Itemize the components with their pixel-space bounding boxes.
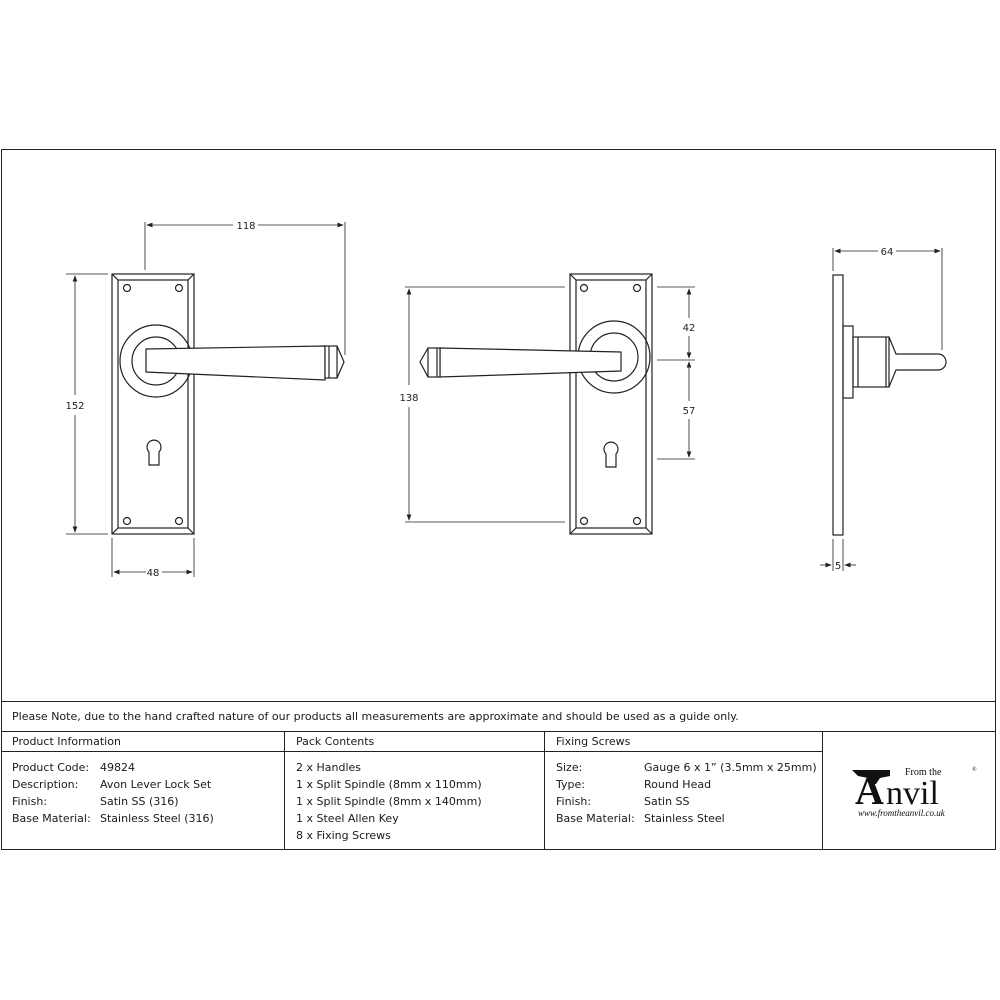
fixing-screws-panel: Fixing Screws Size:Gauge 6 x 1” (3.5mm x… (545, 731, 823, 850)
info-row: Finish:Satin SS (316) (12, 795, 179, 808)
dim-spindle-to-keyhole: 57 (683, 406, 696, 417)
logo-from-the: From the (905, 767, 942, 778)
info-row: Product Code:49824 (12, 761, 135, 774)
dim-depth: 64 (881, 247, 894, 258)
info-row: Description:Avon Lever Lock Set (12, 778, 212, 791)
pack-contents-title: Pack Contents (285, 732, 544, 752)
dim-width: 48 (147, 568, 160, 579)
screw-size: Gauge 6 x 1” (3.5mm x 25mm) (644, 761, 817, 774)
dim-projection: 118 (236, 221, 255, 232)
screw-row: Finish:Satin SS (556, 795, 690, 808)
info-row: Base Material:Stainless Steel (316) (12, 812, 214, 825)
anvil-icon (852, 770, 890, 784)
base-material: Stainless Steel (316) (100, 812, 214, 825)
product-information-panel: Product Information Product Code:49824 D… (1, 731, 285, 850)
logo-url: www.fromtheanvil.co.uk (858, 808, 946, 818)
measurement-note: Please Note, due to the hand crafted nat… (1, 701, 996, 731)
front-view (66, 222, 346, 577)
pack-item: 1 x Steel Allen Key (296, 812, 399, 825)
pack-item: 1 x Split Spindle (8mm x 110mm) (296, 778, 482, 791)
screw-base-material: Stainless Steel (644, 812, 725, 825)
dim-height: 152 (65, 401, 84, 412)
pack-item: 2 x Handles (296, 761, 362, 774)
screw-finish: Satin SS (644, 795, 690, 808)
screw-type: Round Head (644, 778, 712, 791)
pack-item: 1 x Split Spindle (8mm x 140mm) (296, 795, 482, 808)
screw-row: Base Material:Stainless Steel (556, 812, 725, 825)
screw-row: Size:Gauge 6 x 1” (3.5mm x 25mm) (556, 761, 817, 774)
pack-contents-panel: Pack Contents 2 x Handles 1 x Split Spin… (285, 731, 545, 850)
product-code: 49824 (100, 761, 135, 774)
back-view (405, 273, 695, 535)
registered-mark: ® (972, 766, 977, 773)
logo-brand-rest: nvil (886, 775, 939, 812)
screw-row: Type:Round Head (556, 778, 712, 791)
side-view (820, 248, 947, 571)
product-information-title: Product Information (1, 732, 284, 752)
dim-fixing-centres: 138 (399, 393, 418, 404)
finish: Satin SS (316) (100, 795, 179, 808)
pack-item: 8 x Fixing Screws (296, 829, 391, 842)
from-the-anvil-logo: A nvil From the ® www.fromtheanvil.co.uk (852, 766, 977, 818)
logo-panel (823, 731, 996, 850)
description: Avon Lever Lock Set (100, 778, 212, 791)
fixing-screws-title: Fixing Screws (545, 732, 822, 752)
dim-plate-thickness: 5 (835, 561, 841, 572)
dim-top-to-spindle: 42 (683, 323, 696, 334)
drawing-frame (1, 149, 996, 850)
logo-a: A (855, 768, 884, 813)
